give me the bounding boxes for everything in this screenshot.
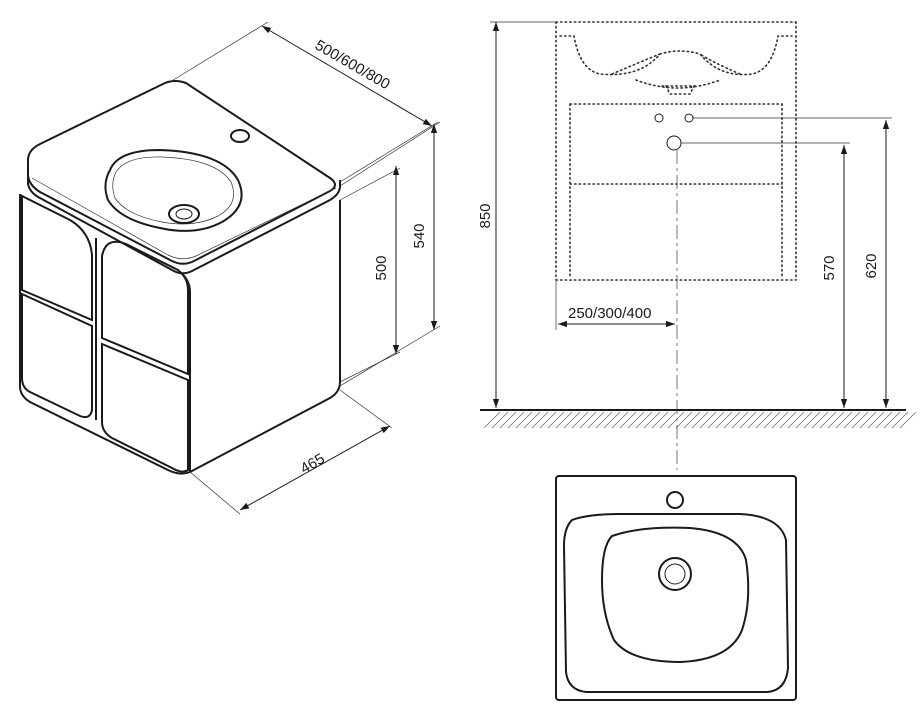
floor-hatch-stroke — [755, 411, 773, 429]
floor-hatch-stroke — [835, 411, 853, 429]
floor-hatch-stroke — [715, 411, 733, 429]
door-right-upper — [101, 240, 189, 376]
floor-hatch-stroke — [859, 411, 877, 429]
bowl-inner — [112, 156, 234, 225]
floor-hatch-stroke — [643, 411, 661, 429]
supply-hole-left — [654, 113, 664, 123]
floor-hatch-stroke — [595, 411, 613, 429]
floor-hatch-stroke — [507, 411, 525, 429]
floor-hatch-stroke — [667, 411, 685, 429]
isometric-view: 500/600/800 500 540 465 — [19, 21, 441, 515]
top-bowl-outline — [600, 526, 750, 664]
cabinet-height-label: 500 — [373, 255, 390, 280]
floor-hatch-stroke — [891, 411, 909, 429]
floor-hatch-stroke — [571, 411, 589, 429]
depth-label: 465 — [298, 450, 328, 477]
floor-hatch-stroke — [811, 411, 829, 429]
width-label: 500/600/800 — [312, 37, 393, 93]
floor-hatch-stroke — [899, 411, 917, 429]
top-drain-inner — [664, 563, 686, 585]
floor-hatch-stroke — [627, 411, 645, 429]
floor-hatch-stroke — [531, 411, 549, 429]
floor-hatch-stroke — [699, 411, 717, 429]
floor-hatch-stroke — [723, 411, 741, 429]
door-left-upper — [21, 194, 93, 322]
floor-hatch-stroke — [787, 411, 805, 429]
floor-hatch-stroke — [555, 411, 573, 429]
floor-hatch-stroke — [563, 411, 581, 429]
top-tap-hole — [666, 491, 684, 509]
total-height-label: 540 — [411, 223, 428, 248]
front-basin-bowl-dotted — [559, 35, 793, 76]
floor-hatch-stroke — [771, 411, 789, 429]
floor-hatch-stroke — [843, 411, 861, 429]
floor-hatch-stroke — [883, 411, 901, 429]
floor-hatch-stroke — [579, 411, 597, 429]
floor-hatch-stroke — [499, 411, 517, 429]
door-left-lower — [21, 292, 93, 419]
basin-slab-edge-inner — [31, 177, 337, 260]
floor-hatch-stroke — [491, 411, 509, 429]
floor-hatch-stroke — [539, 411, 557, 429]
floor-hatch-stroke — [739, 411, 757, 429]
floor-hatch-stroke — [619, 411, 637, 429]
floor-hatch-stroke — [587, 411, 605, 429]
install-height-label: 850 — [477, 203, 494, 228]
floor-hatch-stroke — [851, 411, 869, 429]
floor-hatch-stroke — [683, 411, 701, 429]
floor-hatch-stroke — [675, 411, 693, 429]
drain-height-label: 570 — [821, 255, 838, 280]
floor-hatch-stroke — [523, 411, 541, 429]
floor-hatch-stroke — [635, 411, 653, 429]
floor-hatch-stroke — [659, 411, 677, 429]
tap-hole — [230, 129, 250, 143]
floor-hatch-stroke — [875, 411, 893, 429]
front-view: 850 250/300/400 570 620 — [477, 21, 917, 470]
floor-hatch — [483, 411, 917, 429]
floor-hatch-stroke — [731, 411, 749, 429]
floor-hatch-stroke — [803, 411, 821, 429]
floor-hatch-stroke — [779, 411, 797, 429]
floor-hatch-stroke — [547, 411, 565, 429]
supply-height-label: 620 — [863, 253, 880, 278]
door-right-lower — [101, 342, 189, 473]
floor-hatch-stroke — [651, 411, 669, 429]
top-basin-rim — [562, 513, 790, 693]
floor-hatch-stroke — [603, 411, 621, 429]
drain-outer — [168, 204, 200, 224]
width-dimension-line — [261, 25, 433, 127]
floor-hatch-stroke — [483, 411, 501, 429]
floor-hatch-stroke — [691, 411, 709, 429]
center-offset-label: 250/300/400 — [568, 305, 651, 322]
front-basin-inner-dotted — [611, 53, 741, 89]
front-basin-dotted-outline — [555, 21, 797, 281]
top-drain-outer — [658, 557, 692, 591]
floor-hatch-stroke — [867, 411, 885, 429]
floor-hatch-stroke — [707, 411, 725, 429]
floor-hatch-stroke — [515, 411, 533, 429]
floor-hatch-stroke — [747, 411, 765, 429]
cabinet-left-side — [19, 194, 191, 475]
depth-dimension-line — [239, 425, 391, 511]
top-basin-outline — [555, 475, 797, 701]
drain-hole — [666, 135, 682, 151]
cabinet-right-side — [189, 200, 341, 473]
floor-hatch-stroke — [795, 411, 813, 429]
floor-hatch-stroke — [611, 411, 629, 429]
top-view — [555, 475, 797, 701]
supply-hole-right — [684, 113, 694, 123]
floor-hatch-stroke — [827, 411, 845, 429]
floor-hatch-stroke — [763, 411, 781, 429]
front-drain-dotted — [661, 85, 699, 95]
bowl-outline — [104, 148, 243, 232]
floor-hatch-stroke — [819, 411, 837, 429]
basin-top-outline — [26, 80, 336, 265]
drain-inner — [175, 208, 193, 220]
